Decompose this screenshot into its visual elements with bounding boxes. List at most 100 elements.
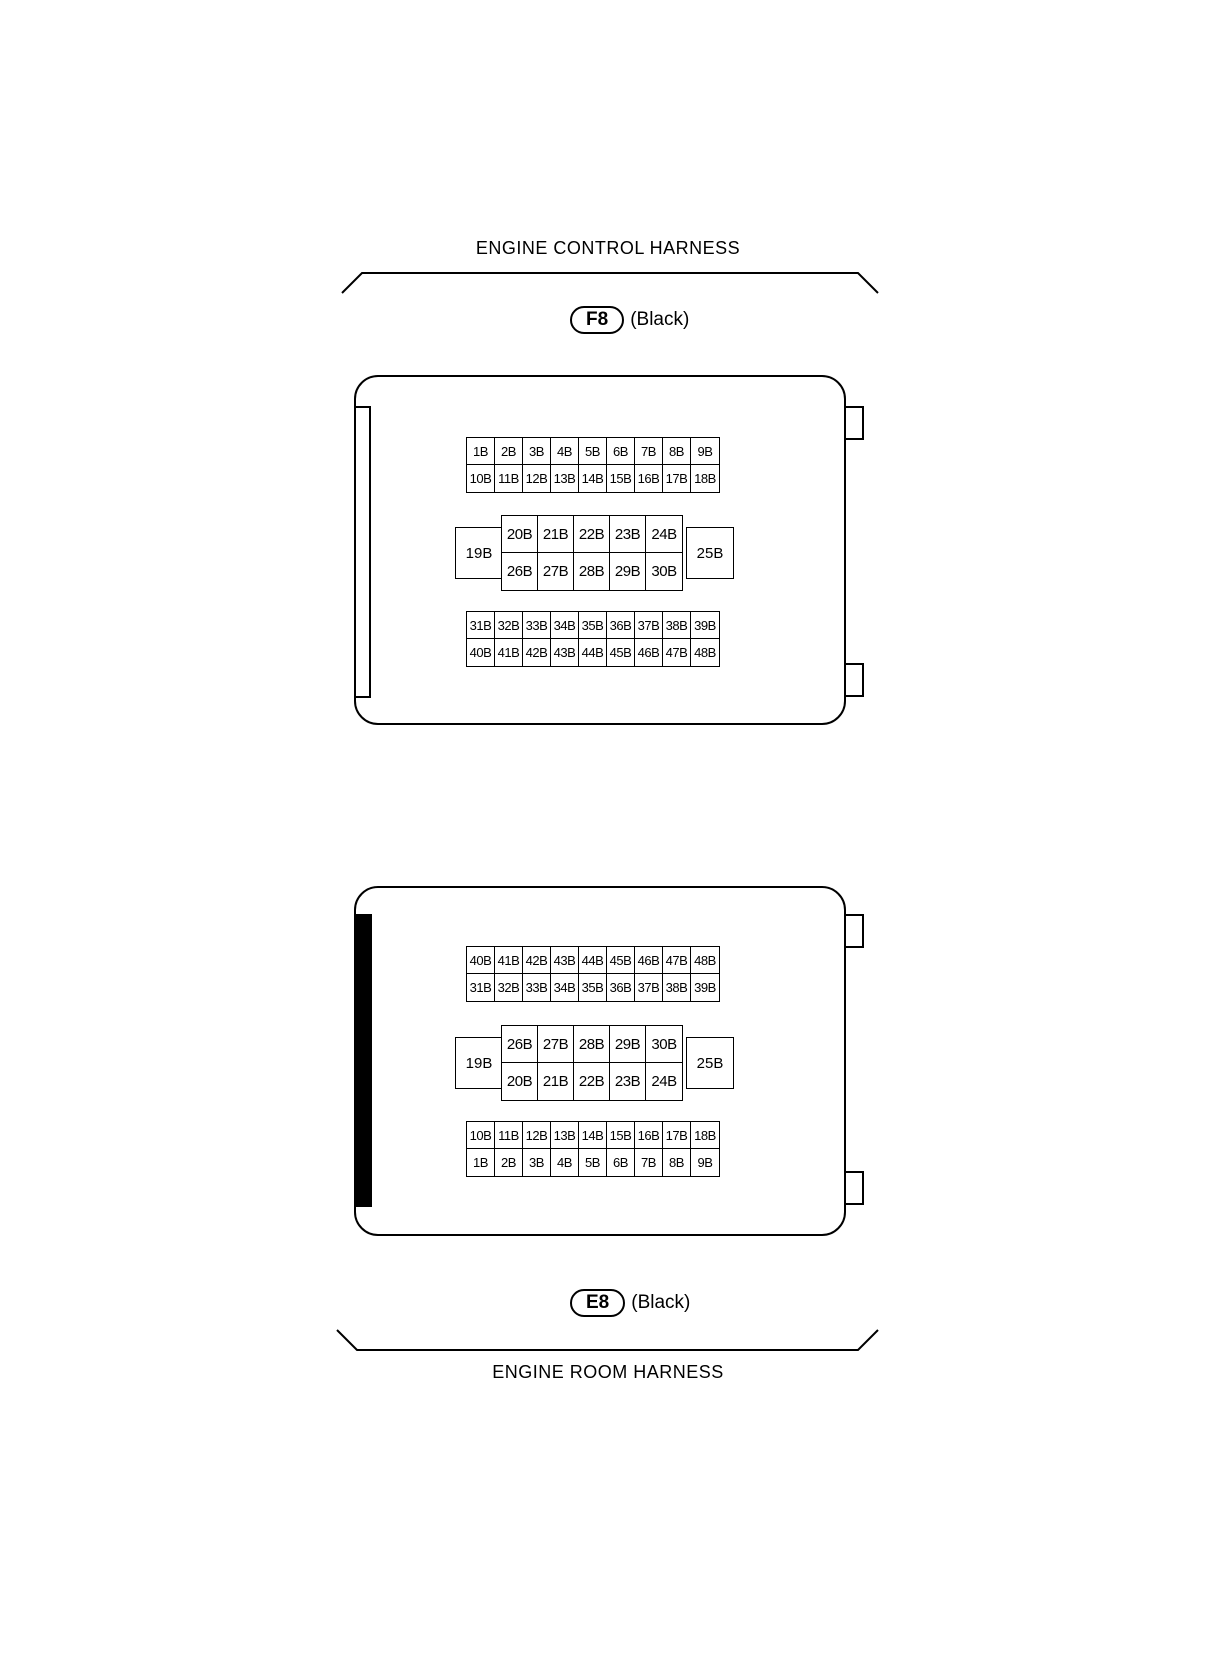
pin-cell: 46B bbox=[635, 947, 663, 974]
pin-cell: 16B bbox=[635, 1122, 663, 1149]
pin-cell: 6B bbox=[607, 438, 635, 465]
bottom-latch-lower bbox=[846, 1171, 864, 1205]
pin-cell: 36B bbox=[607, 612, 635, 639]
pin-cell: 45B bbox=[607, 947, 635, 974]
pin-cell: 47B bbox=[663, 639, 691, 666]
pin-cell: 1B bbox=[467, 438, 495, 465]
bottom-pin-left: 19B bbox=[455, 1037, 503, 1089]
top-latch-lower bbox=[846, 663, 864, 697]
pin-cell: 21B bbox=[538, 516, 574, 553]
pin-cell: 44B bbox=[579, 639, 607, 666]
pin-cell: 48B bbox=[691, 947, 719, 974]
pin-cell: 21B bbox=[538, 1063, 574, 1100]
pin-cell: 35B bbox=[579, 974, 607, 1001]
pin-cell: 30B bbox=[651, 563, 677, 580]
pin-cell: 43B bbox=[551, 639, 579, 666]
pin-cell: 37B bbox=[635, 974, 663, 1001]
pin-cell: 31B bbox=[467, 612, 495, 639]
pin-cell: 48B bbox=[694, 645, 716, 660]
pin-cell: 35B bbox=[579, 612, 607, 639]
pin-cell: 7B bbox=[635, 1149, 663, 1176]
pin-cell: 36B bbox=[607, 974, 635, 1001]
pin-cell: 9B bbox=[691, 438, 719, 465]
pin-cell: 5B bbox=[579, 438, 607, 465]
pin-cell: 20B bbox=[502, 1063, 538, 1100]
pin-cell: 45B bbox=[607, 639, 635, 666]
pin-cell: 44B bbox=[579, 947, 607, 974]
pin-cell: 4B bbox=[551, 1149, 579, 1176]
pin-cell: 42B bbox=[523, 639, 551, 666]
pin-cell: 39B bbox=[691, 612, 719, 639]
pin-cell: 41B bbox=[495, 947, 523, 974]
pin-cell: 24B bbox=[651, 1073, 677, 1090]
pin-cell: 13B bbox=[551, 465, 579, 492]
bottom-latch-upper bbox=[846, 914, 864, 948]
pin-cell: 43B bbox=[551, 947, 579, 974]
pin-cell: 31B bbox=[467, 974, 495, 1001]
pin-cell: 15B bbox=[607, 465, 635, 492]
pin-cell: 22B bbox=[574, 1063, 610, 1100]
pin-cell: 10B bbox=[467, 465, 495, 492]
pin-cell: 9B bbox=[697, 1155, 713, 1170]
pin-cell: 14B bbox=[579, 465, 607, 492]
bottom-harness-label: ENGINE ROOM HARNESS bbox=[492, 1362, 724, 1382]
pin-cell: 18B bbox=[694, 471, 716, 486]
pin-cell: 14B bbox=[579, 1122, 607, 1149]
pin-cell: 38B bbox=[663, 612, 691, 639]
pin-cell: 10B bbox=[467, 1122, 495, 1149]
pin-cell: 32B bbox=[495, 974, 523, 1001]
pin-cell: 32B bbox=[495, 612, 523, 639]
top-housing-side-strip bbox=[354, 406, 371, 698]
pin-cell: 28B bbox=[574, 553, 610, 590]
pin-cell: 29B bbox=[610, 553, 646, 590]
pin-cell: 5B bbox=[579, 1149, 607, 1176]
pin-cell: 15B bbox=[607, 1122, 635, 1149]
top-connector-tag: F8 (Black) bbox=[570, 306, 689, 334]
bottom-housing-side-strip bbox=[354, 914, 372, 1207]
top-pin-right: 25B bbox=[686, 527, 734, 579]
top-harness-label: ENGINE CONTROL HARNESS bbox=[475, 238, 741, 258]
pin-cell: 42B bbox=[523, 947, 551, 974]
pin-cell: 39B bbox=[694, 980, 716, 995]
pin-cell: 23B bbox=[610, 516, 646, 553]
pin-cell: 29B bbox=[610, 1026, 646, 1063]
bottom-connector-tag: E8 (Black) bbox=[570, 1289, 690, 1317]
pin-cell: 33B bbox=[523, 974, 551, 1001]
bottom-bracket-line bbox=[336, 1329, 879, 1351]
top-bracket-line bbox=[341, 272, 879, 294]
pin-cell: 3B bbox=[523, 1149, 551, 1176]
pin-cell: 23B bbox=[610, 1063, 646, 1100]
pin-cell: 34B bbox=[551, 612, 579, 639]
pin-cell: 46B bbox=[635, 639, 663, 666]
pin-cell: 13B bbox=[551, 1122, 579, 1149]
pin-cell: 12B bbox=[523, 1122, 551, 1149]
bottom-pin-right: 25B bbox=[686, 1037, 734, 1089]
pin-cell: 17B bbox=[663, 465, 691, 492]
pin-cell: 28B bbox=[574, 1026, 610, 1063]
pin-cell: 12B bbox=[523, 465, 551, 492]
pin-cell: 3B bbox=[523, 438, 551, 465]
top-connector-color: (Black) bbox=[630, 309, 690, 330]
top-latch-upper bbox=[846, 406, 864, 440]
pin-cell: 18B bbox=[691, 1122, 719, 1149]
pin-cell: 7B bbox=[635, 438, 663, 465]
pin-cell: 8B bbox=[663, 1149, 691, 1176]
pin-cell: 27B bbox=[538, 1026, 574, 1063]
bottom-connector-color: (Black) bbox=[631, 1292, 691, 1313]
pin-cell: 11B bbox=[495, 465, 523, 492]
pin-cell: 27B bbox=[538, 553, 574, 590]
pin-cell: 17B bbox=[663, 1122, 691, 1149]
pin-cell: 6B bbox=[607, 1149, 635, 1176]
pin-cell: 22B bbox=[574, 516, 610, 553]
pin-cell: 26B bbox=[502, 553, 538, 590]
pin-cell: 40B bbox=[467, 639, 495, 666]
pin-cell: 16B bbox=[635, 465, 663, 492]
pin-cell: 1B bbox=[467, 1149, 495, 1176]
bottom-connector-id: E8 bbox=[570, 1289, 626, 1317]
